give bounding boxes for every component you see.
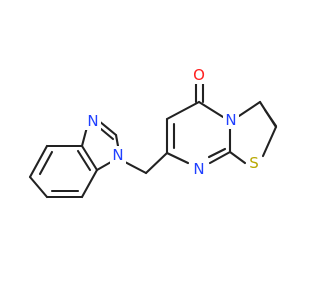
bond [197,100,225,119]
bond [207,147,227,159]
atom-label-background [191,66,207,84]
atom-label-n: N [87,112,98,130]
bond [228,150,247,165]
bond [144,151,169,175]
atom-label-background [223,111,239,129]
bond [165,100,201,121]
bond [97,119,118,137]
atom-label-background [110,146,126,164]
bond [208,150,232,165]
bond [99,127,115,141]
atom-label-background [85,112,101,130]
bond [165,151,190,165]
bond [28,175,49,199]
bond [261,125,278,158]
atom-label-o: O [193,66,205,84]
atom-label-n: N [193,160,204,178]
bond [123,160,148,175]
atom-label-background [191,160,207,178]
bond-group [28,80,278,199]
bond [28,144,49,179]
bond [237,100,262,118]
atom-label-n: N [225,111,236,129]
bond [76,149,92,172]
bond [80,168,99,199]
bond [80,144,99,172]
bond [95,160,113,172]
bond [114,133,120,148]
bond [38,150,54,176]
atom-label-background [246,154,262,172]
atom-label-s: S [249,154,259,172]
bond [263,108,278,128]
bond [80,125,89,148]
atom-label-n: N [112,146,123,164]
